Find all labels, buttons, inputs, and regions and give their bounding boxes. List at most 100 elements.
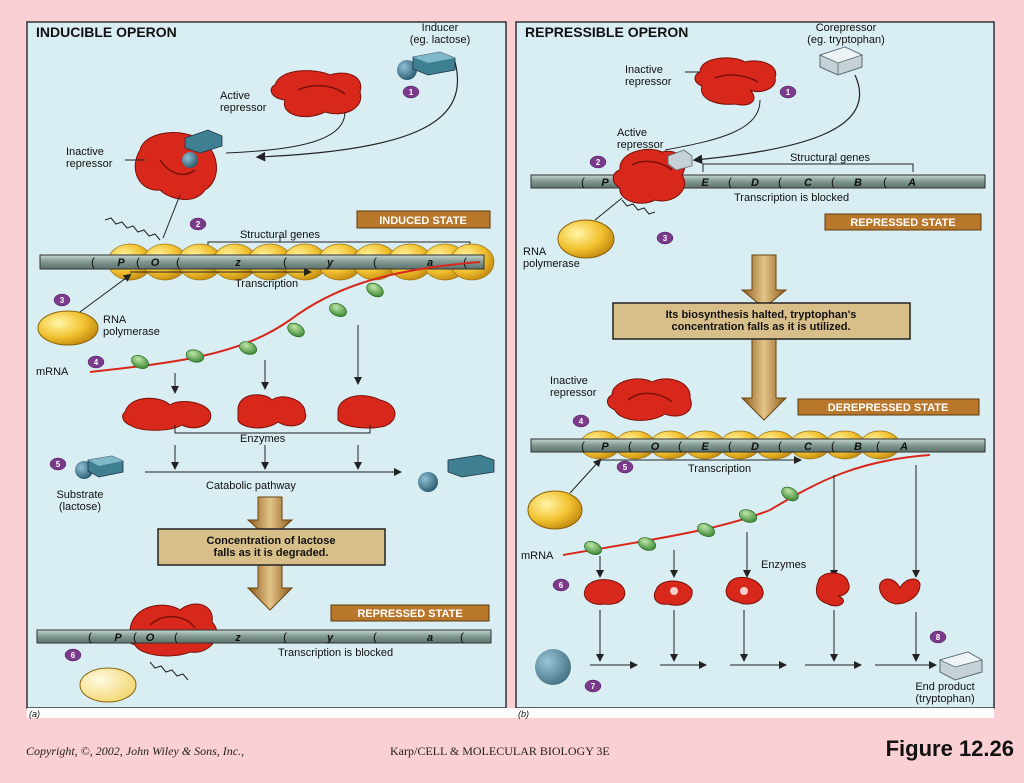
book-title-text: Karp/CELL & MOLECULAR BIOLOGY 3E	[390, 744, 610, 758]
ribosomes-left	[131, 282, 384, 369]
right-step-badge-1	[779, 85, 797, 99]
inactive-repressor-icon-right-2	[607, 378, 692, 421]
right-step-number-3: 3	[663, 234, 668, 243]
left-bottom-gene-z: z	[234, 632, 241, 644]
right-middle-separator: (	[831, 439, 835, 453]
panel-label-left: (a)	[29, 709, 40, 719]
right-top-separator: (	[883, 175, 887, 189]
structural-genes-label-left: Structural genes	[240, 229, 321, 241]
right-top-separator: (	[728, 175, 732, 189]
mrna-label-left: mRNA	[36, 366, 69, 378]
right-ribosome	[584, 541, 602, 555]
right-step-badge-4	[572, 414, 590, 428]
repressed-state-label-right: REPRESSED STATE	[850, 217, 955, 229]
inducer-icon	[397, 51, 456, 80]
right-step-number-5: 5	[623, 463, 628, 472]
right-middle-separator: (	[581, 439, 585, 453]
right-middle-separator: (	[678, 439, 682, 453]
corepressor-icon	[818, 46, 864, 76]
left-top-separator: (	[463, 255, 467, 269]
right-top-gene-A: A	[907, 177, 916, 189]
polymerase-pointer-right	[594, 197, 623, 221]
left-bottom-separator: (	[88, 630, 92, 644]
right-ribosome	[697, 523, 715, 537]
left-ribosome	[287, 322, 305, 338]
product-block	[447, 454, 495, 478]
left-step-badge-3	[53, 293, 71, 307]
right-step-number-2: 2	[596, 158, 601, 167]
right-top-separator: (	[831, 175, 835, 189]
copyright-text: Copyright, ©, 2002, John Wiley & Sons, I…	[26, 744, 245, 758]
left-bottom-separator: (	[283, 630, 287, 644]
inactive-to-active-arrow	[664, 99, 761, 151]
right-middle-gene-P: P	[601, 441, 609, 453]
right-step-number-1: 1	[786, 88, 791, 97]
transcription-label-right: Transcription	[688, 463, 751, 475]
mrna-strand-right	[562, 454, 931, 556]
callout-left	[157, 528, 386, 566]
left-step-number-6: 6	[71, 651, 76, 660]
left-step-badge-4	[87, 355, 105, 369]
right-ribosome	[781, 486, 799, 502]
right-top-gene-E: E	[701, 177, 709, 189]
corepressor-label: Corepressor(eg. tryptophan)	[807, 22, 885, 46]
active-to-inactive-arrow	[225, 111, 346, 154]
right-top-gene-D: D	[751, 177, 759, 189]
polymerase-to-dna-arrow-right	[569, 458, 602, 494]
left-step-number-5: 5	[56, 460, 61, 469]
repressed-state-box-right	[824, 213, 982, 231]
callout-right	[612, 302, 911, 340]
left-ribosome	[329, 303, 347, 317]
left-step-number-2: 2	[196, 220, 201, 229]
end-product-icon	[938, 651, 984, 681]
derepressed-state-box	[797, 398, 980, 416]
right-title: REPRESSIBLE OPERON	[525, 24, 688, 40]
blocked-label-left: Transcription is blocked	[278, 647, 393, 659]
left-top-separator: (	[136, 255, 140, 269]
right-top-gene-C: C	[804, 177, 813, 189]
end-product-label: End product(tryptophan)	[915, 681, 974, 705]
right-step-badge-7	[584, 679, 602, 693]
corepressor-arrow	[692, 74, 861, 165]
catabolic-pathway-label: Catabolic pathway	[206, 480, 296, 492]
left-step-number-3: 3	[60, 296, 65, 305]
left-ribosome	[238, 341, 258, 355]
right-top-gene-P: P	[601, 177, 609, 189]
left-bottom-separator: (	[174, 630, 178, 644]
rna-polymerase-released-left	[79, 667, 137, 703]
release-squiggle-bottom	[149, 661, 189, 681]
derepressed-state-label: DEREPRESSED STATE	[828, 402, 949, 414]
right-middle-gene-A: A	[899, 441, 908, 453]
right-ribosome	[637, 537, 657, 551]
ribosomes-right	[584, 486, 799, 555]
figure-number: Figure 12.26	[885, 736, 1014, 761]
induced-state-box	[356, 210, 491, 229]
left-ribosome	[131, 355, 149, 369]
enzymes-right	[583, 572, 921, 607]
panel-label-right: (b)	[518, 709, 529, 719]
enzymes-left	[122, 394, 396, 431]
right-step-number-7: 7	[591, 682, 596, 691]
enzymes-label-right: Enzymes	[761, 559, 807, 571]
mrna-strand-left	[89, 261, 481, 373]
left-top-gene-a: a	[427, 257, 433, 269]
right-middle-gene-B: B	[854, 441, 862, 453]
left-step-badge-5	[49, 457, 67, 471]
left-top-separator: (	[91, 255, 95, 269]
structural-genes-label-right: Structural genes	[790, 152, 871, 164]
right-top-separator: (	[778, 175, 782, 189]
repressor-release-line	[162, 194, 181, 239]
right-middle-gene-E: E	[701, 441, 709, 453]
